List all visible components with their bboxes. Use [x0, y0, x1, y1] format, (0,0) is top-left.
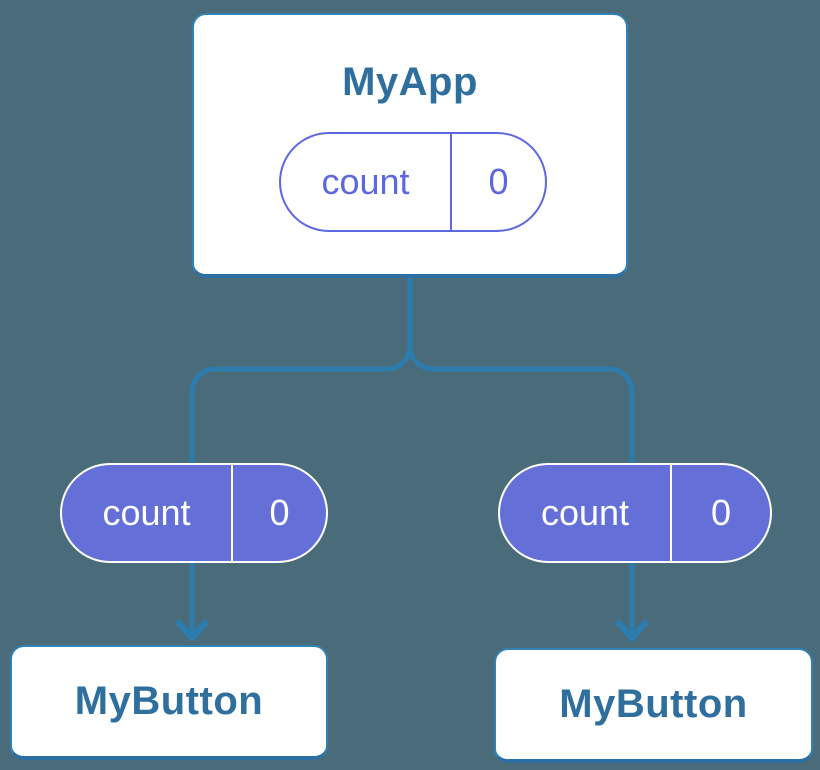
child-component-title-right: MyButton [559, 682, 748, 726]
prop-pill-left: count 0 [60, 463, 328, 563]
root-state-value: 0 [488, 161, 509, 202]
connector-left-branch [189, 274, 413, 634]
child-component-card-right: MyButton [494, 648, 813, 763]
root-component-title: MyApp [342, 60, 478, 104]
left-arrowhead-icon [175, 619, 209, 642]
child-component-card-left: MyButton [10, 645, 328, 760]
prop-value-left: 0 [269, 492, 290, 533]
prop-pill-right: count 0 [498, 463, 772, 563]
root-state-name: count [281, 134, 452, 230]
prop-name-right: count [500, 465, 672, 561]
prop-value-right: 0 [710, 492, 732, 533]
child-component-title-left: MyButton [74, 679, 264, 723]
root-component-card: MyApp count 0 [192, 13, 628, 278]
connector-right-branch [407, 274, 635, 634]
right-arrowhead-icon [615, 619, 649, 642]
root-state-pill: count 0 [279, 132, 547, 232]
prop-name-left: count [62, 465, 233, 561]
